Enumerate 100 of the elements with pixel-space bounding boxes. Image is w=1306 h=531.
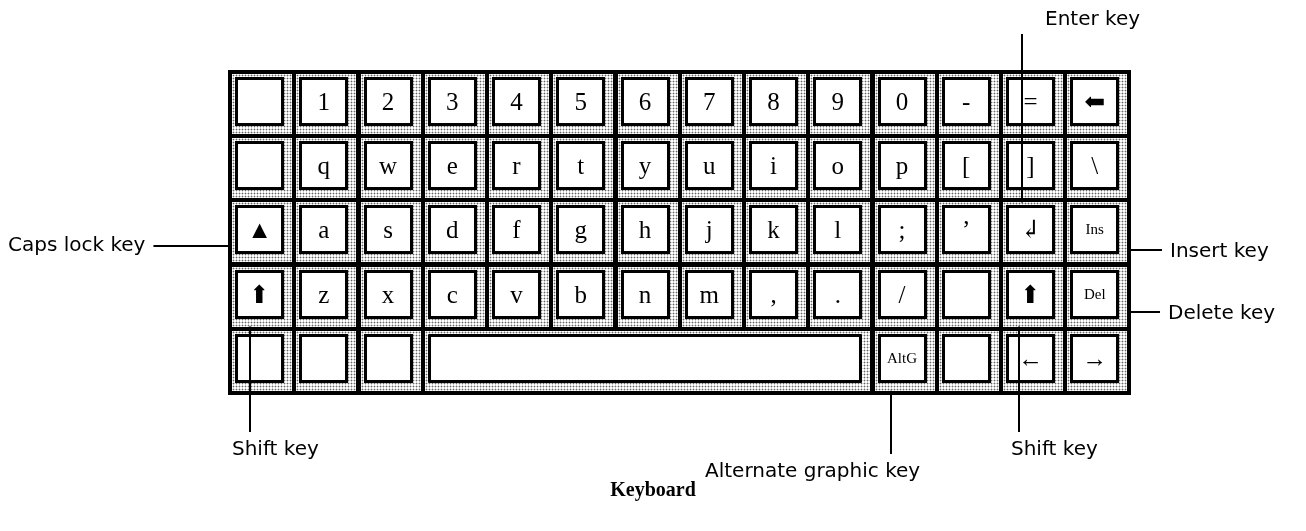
key-label: u xyxy=(703,153,716,179)
key-label: 0 xyxy=(895,89,909,114)
leader-line xyxy=(1018,325,1020,433)
keyboard-key xyxy=(874,202,935,263)
key-label: i xyxy=(770,153,777,179)
key-label: ’ xyxy=(962,217,971,243)
key-label: q xyxy=(317,153,330,179)
callout-label: Alternate graphic key xyxy=(705,458,921,482)
callout-label: Shift key xyxy=(1011,436,1098,460)
key-label: b xyxy=(574,281,587,307)
key-label: l xyxy=(834,217,842,243)
key-label: ▲ xyxy=(247,217,272,243)
keyboard-key xyxy=(746,202,806,263)
key-label: r xyxy=(512,153,521,179)
keyboard-key xyxy=(232,202,292,263)
key-label: d xyxy=(446,217,459,243)
keyboard-key xyxy=(617,202,678,263)
keyboard-key xyxy=(1003,330,1063,391)
keyboard-key xyxy=(746,266,806,327)
key-label: h xyxy=(638,217,652,243)
key-label: / xyxy=(898,281,906,307)
keyboard-key xyxy=(424,202,485,263)
key-label: 5 xyxy=(574,89,587,114)
callout-label: Delete key xyxy=(1168,300,1276,324)
leader-line xyxy=(890,389,892,455)
keyboard-key xyxy=(1003,266,1063,327)
keyboard-key xyxy=(489,266,549,327)
key-label: 6 xyxy=(638,89,652,114)
keyboard-key xyxy=(424,266,485,327)
key-label: g xyxy=(574,217,587,243)
keyboard-key xyxy=(874,266,935,327)
keyboard-key xyxy=(938,74,999,134)
key-label: z xyxy=(318,281,330,307)
keyboard-key xyxy=(1003,202,1063,263)
keyboard-key xyxy=(360,266,421,327)
keyboard-key xyxy=(1067,74,1128,134)
key-label: ↲ xyxy=(1020,217,1041,243)
key-label: x xyxy=(381,281,395,307)
spacebar-key xyxy=(424,330,871,391)
key-label: - xyxy=(962,89,971,114)
keyboard-key xyxy=(1067,138,1128,199)
key-label: c xyxy=(446,281,458,307)
keyboard-key xyxy=(360,138,421,199)
keyboard-key xyxy=(810,138,871,199)
keyboard-key xyxy=(553,74,614,134)
key-label: v xyxy=(510,281,523,307)
keyboard-key xyxy=(296,138,357,199)
keyboard-key xyxy=(553,202,614,263)
keyboard-key xyxy=(874,330,935,391)
keyboard-frame xyxy=(228,70,1131,395)
keyboard-key xyxy=(938,266,999,327)
key-label: ] xyxy=(1026,153,1035,179)
keyboard-key xyxy=(232,330,292,391)
keyboard-key xyxy=(938,138,999,199)
keyboard-key xyxy=(810,74,871,134)
keyboard-key xyxy=(874,138,935,199)
keyboard-key xyxy=(617,266,678,327)
key-label: , xyxy=(770,281,777,307)
leader-line xyxy=(249,325,251,433)
key-label: ← xyxy=(1018,345,1043,371)
keyboard-key xyxy=(681,266,742,327)
key-label: w xyxy=(378,153,398,179)
key-label: y xyxy=(638,153,652,179)
keyboard-key xyxy=(1067,202,1128,263)
keyboard-key xyxy=(296,202,357,263)
key-label: 8 xyxy=(767,89,780,114)
key-label: n xyxy=(638,281,652,307)
key-label: ⬆ xyxy=(1020,281,1041,307)
keyboard-key xyxy=(810,202,871,263)
keyboard-key xyxy=(232,138,292,199)
key-label: p xyxy=(895,153,909,179)
keyboard-key xyxy=(296,74,357,134)
keyboard-key xyxy=(617,74,678,134)
keyboard-key xyxy=(489,74,549,134)
keyboard-key xyxy=(938,202,999,263)
key-label: e xyxy=(446,153,458,179)
keyboard-key xyxy=(489,138,549,199)
keyboard-key xyxy=(617,138,678,199)
keyboard-key xyxy=(681,74,742,134)
keyboard-key xyxy=(681,202,742,263)
key-label: 1 xyxy=(317,89,330,114)
key-label: f xyxy=(512,217,521,243)
key-label: ⬆ xyxy=(249,281,270,307)
callout-label: Enter key xyxy=(1045,6,1141,30)
key-label: = xyxy=(1023,89,1038,114)
callout-label: Shift key xyxy=(232,436,319,460)
callout-label: Insert key xyxy=(1170,238,1269,262)
key-label: o xyxy=(831,153,844,179)
key-label: 4 xyxy=(510,89,523,114)
keyboard-key xyxy=(360,330,421,391)
key-label: 3 xyxy=(446,89,459,114)
keyboard-key xyxy=(810,266,871,327)
keyboard-key xyxy=(1003,138,1063,199)
key-label: 7 xyxy=(703,89,716,114)
keyboard-key xyxy=(1003,74,1063,134)
key-label: k xyxy=(767,217,780,243)
key-label: ⬅ xyxy=(1084,89,1106,114)
keyboard-key xyxy=(296,266,357,327)
key-label: a xyxy=(318,217,330,243)
keyboard-key xyxy=(874,74,935,134)
